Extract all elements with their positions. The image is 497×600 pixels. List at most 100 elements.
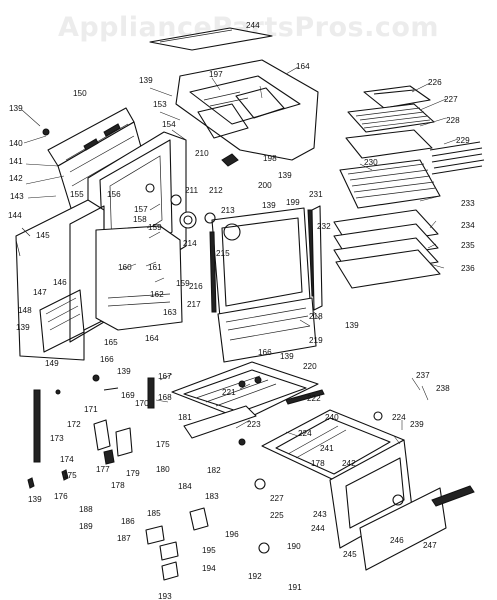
part-label-140: 140 <box>9 139 23 148</box>
part-label-157: 157 <box>134 205 148 214</box>
part-label-236: 236 <box>461 264 475 273</box>
part-label-231: 231 <box>309 190 323 199</box>
part-label-238: 238 <box>436 384 450 393</box>
part-label-168: 168 <box>158 393 172 402</box>
part-label-178: 178 <box>311 459 325 468</box>
part-label-239: 239 <box>410 420 424 429</box>
part-label-240: 240 <box>325 413 339 422</box>
part-label-190: 190 <box>287 542 301 551</box>
part-label-187: 187 <box>117 534 131 543</box>
part-label-139: 139 <box>345 321 359 330</box>
part-label-247: 247 <box>423 541 437 550</box>
part-label-158: 158 <box>133 215 147 224</box>
part-label-241: 241 <box>320 444 334 453</box>
range-side-body <box>15 199 105 361</box>
part-label-218: 218 <box>309 312 323 321</box>
part-label-244: 244 <box>311 524 325 533</box>
part-label-198: 198 <box>263 154 277 163</box>
part-label-141: 141 <box>9 157 23 166</box>
part-label-210: 210 <box>195 149 209 158</box>
part-label-189: 189 <box>79 522 93 531</box>
part-label-149: 149 <box>45 359 59 368</box>
part-label-139: 139 <box>280 352 294 361</box>
part-label-212: 212 <box>209 186 223 195</box>
part-label-217: 217 <box>187 300 201 309</box>
part-label-162: 162 <box>150 290 164 299</box>
part-label-195: 195 <box>202 546 216 555</box>
drawer-panel <box>359 487 447 571</box>
part-label-225: 225 <box>270 511 284 520</box>
part-label-235: 235 <box>461 241 475 250</box>
part-label-229: 229 <box>456 136 470 145</box>
part-label-221: 221 <box>222 388 236 397</box>
part-label-245: 245 <box>343 550 357 559</box>
part-label-181: 181 <box>178 413 192 422</box>
part-label-139: 139 <box>28 495 42 504</box>
part-label-156: 156 <box>107 190 121 199</box>
part-label-159: 159 <box>176 279 190 288</box>
part-label-227: 227 <box>444 95 458 104</box>
part-label-139: 139 <box>16 323 30 332</box>
part-label-175: 175 <box>63 471 77 480</box>
part-label-219: 219 <box>309 336 323 345</box>
part-label-242: 242 <box>342 459 356 468</box>
part-label-220: 220 <box>303 362 317 371</box>
rod-173 <box>33 389 41 463</box>
part-label-142: 142 <box>9 174 23 183</box>
vent-strip <box>149 27 273 51</box>
front-trim-181 <box>183 405 257 439</box>
part-label-161: 161 <box>148 263 162 272</box>
part-label-159: 159 <box>148 223 162 232</box>
part-label-197: 197 <box>209 70 223 79</box>
part-label-232: 232 <box>317 222 331 231</box>
part-label-164: 164 <box>145 334 159 343</box>
part-label-246: 246 <box>390 536 404 545</box>
part-label-163: 163 <box>163 308 177 317</box>
part-label-244: 244 <box>246 21 260 30</box>
part-label-227: 227 <box>270 494 284 503</box>
part-label-164: 164 <box>296 62 310 71</box>
part-label-213: 213 <box>221 206 235 215</box>
door-bottom-panel <box>217 297 317 363</box>
part-label-178: 178 <box>111 481 125 490</box>
part-label-153: 153 <box>153 100 167 109</box>
broiler-pan <box>345 129 433 159</box>
part-label-166: 166 <box>100 355 114 364</box>
part-label-144: 144 <box>8 211 22 220</box>
door-inner-panel <box>95 225 183 331</box>
part-label-174: 174 <box>60 455 74 464</box>
part-label-165: 165 <box>104 338 118 347</box>
broiler-grid <box>347 103 435 133</box>
part-label-139: 139 <box>139 76 153 85</box>
part-label-146: 146 <box>53 278 67 287</box>
part-label-199: 199 <box>286 198 300 207</box>
side-trim-strip <box>311 205 323 311</box>
part-label-160: 160 <box>118 263 132 272</box>
part-label-223: 223 <box>247 420 261 429</box>
part-label-167: 167 <box>158 372 172 381</box>
part-label-169: 169 <box>121 391 135 400</box>
part-label-214: 214 <box>183 239 197 248</box>
part-label-193: 193 <box>158 592 172 600</box>
part-label-211: 211 <box>185 186 198 195</box>
part-label-237: 237 <box>416 371 430 380</box>
part-label-177: 177 <box>96 465 110 474</box>
part-label-196: 196 <box>225 530 239 539</box>
part-label-148: 148 <box>18 306 32 315</box>
part-label-143: 143 <box>10 192 24 201</box>
part-label-184: 184 <box>178 482 192 491</box>
bracket-183 <box>189 507 209 531</box>
part-label-243: 243 <box>313 510 327 519</box>
bracket-185 <box>145 525 165 545</box>
part-label-233: 233 <box>461 199 475 208</box>
part-label-173: 173 <box>50 434 64 443</box>
part-label-154: 154 <box>162 120 176 129</box>
bracket-170 <box>93 419 111 451</box>
part-label-183: 183 <box>205 492 219 501</box>
part-label-170: 170 <box>135 399 149 408</box>
part-label-224: 224 <box>298 429 312 438</box>
part-label-185: 185 <box>147 509 161 518</box>
